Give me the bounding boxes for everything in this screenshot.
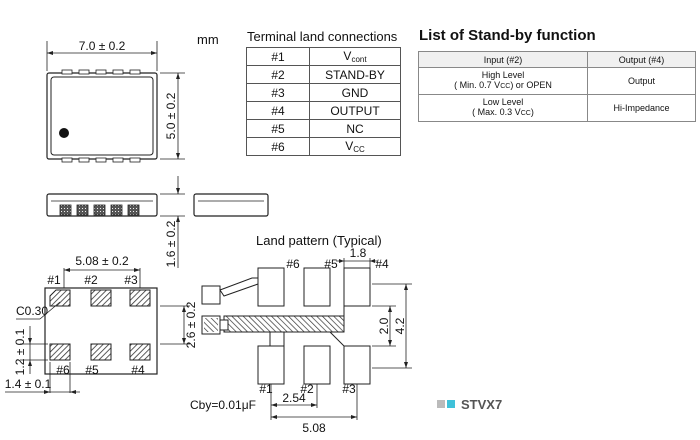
pad-width-dim-label: 1.4 ± 0.1	[5, 377, 52, 391]
terminal-name: Vcont	[309, 47, 401, 66]
standby-output: Output	[587, 67, 696, 95]
land-pattern-title: Land pattern (Typical)	[256, 233, 382, 248]
terminal-pin: #6	[246, 137, 310, 156]
terminal-pin: #4	[246, 101, 310, 120]
terminal-name: NC	[309, 119, 401, 138]
top-view: 7.0 ± 0.2 5.0 ± 0.2	[46, 39, 185, 163]
standby-row: Low Level ( Max. 0.3 VCC) Hi-Impedance	[418, 94, 696, 122]
brand-text: STVX7	[461, 396, 503, 412]
terminal-row: #4 OUTPUT	[246, 101, 401, 120]
terminal-name: GND	[309, 83, 401, 102]
land-pad-2	[303, 345, 331, 385]
bottom-pin-2-label: #2	[84, 273, 98, 287]
land-pad-5	[303, 267, 331, 307]
terminal-row: #1 Vcont	[246, 47, 401, 66]
terminal-row: #3 GND	[246, 83, 401, 102]
pad-height-dim-label: 1.2 ± 0.1	[13, 328, 27, 375]
dim-5-08-label: 5.08	[302, 421, 326, 435]
cby-label: Cby=0.01μF	[190, 398, 256, 412]
thickness-dim-label: 1.6 ± 0.2	[164, 220, 178, 267]
dim-2-54-label: 2.54	[282, 391, 306, 405]
chamfer-label: C0.30	[16, 304, 48, 318]
pin1-marker-dot	[59, 128, 69, 138]
terminal-pin: #5	[246, 119, 310, 138]
land-pattern: #6 #5 #4 #1 #2 #3 1.8 2.0 4.2	[201, 246, 412, 435]
bottom-pin-1-label: #1	[47, 273, 61, 287]
terminal-table: #1 Vcont #2 STAND-BY #3 GND #4 OUTPUT #5…	[246, 47, 401, 156]
land-pin-6-label: #6	[286, 257, 300, 271]
terminal-name: OUTPUT	[309, 101, 401, 120]
land-pin-3-label: #3	[342, 382, 356, 396]
standby-input: High Level ( Min. 0.7 VCC) or OPEN	[418, 67, 588, 95]
terminal-row: #2 STAND-BY	[246, 65, 401, 84]
standby-header-input: Input (#2)	[418, 51, 588, 68]
standby-output: Hi-Impedance	[587, 94, 696, 122]
standby-table: Input (#2) Output (#4) High Level ( Min.…	[418, 51, 696, 122]
terminal-pin: #1	[246, 47, 310, 66]
land-pad-1	[257, 345, 285, 385]
terminal-row: #6 VCC	[246, 137, 401, 156]
standby-header-output: Output (#4)	[587, 51, 696, 68]
dim-1-8-label: 1.8	[350, 246, 367, 260]
dim-4-2-label: 4.2	[393, 317, 407, 334]
standby-input: Low Level ( Max. 0.3 VCC)	[418, 94, 588, 122]
bottom-pin-4-label: #4	[131, 363, 145, 377]
dim-2-0-label: 2.0	[377, 317, 391, 334]
terminal-pin: #2	[246, 65, 310, 84]
height-dim-label: 5.0 ± 0.2	[164, 92, 178, 139]
bottom-pin-6-label: #6	[56, 363, 70, 377]
land-pin-2-label: #2	[300, 382, 314, 396]
bottom-view: 5.08 ± 0.2 #1 #2 #3 C0.30 1.2 ± 0.1 2.6 …	[5, 254, 198, 394]
width-dim-label: 7.0 ± 0.2	[79, 39, 126, 53]
side-view: 1.6 ± 0.2	[46, 176, 269, 268]
bottom-pin-5-label: #5	[85, 363, 99, 377]
brand-badge: STVX7	[437, 396, 503, 412]
standby-row: High Level ( Min. 0.7 VCC) or OPEN Outpu…	[418, 67, 696, 95]
terminal-title: Terminal land connections	[247, 29, 398, 44]
brand-square-gray-icon	[437, 400, 445, 408]
land-pad-3	[343, 345, 371, 385]
land-pin-1-label: #1	[259, 382, 273, 396]
land-pin-5-label: #5	[324, 257, 338, 271]
land-pin-4-label: #4	[375, 257, 389, 271]
standby-title: List of Stand-by function	[419, 27, 596, 44]
terminal-name: STAND-BY	[309, 65, 401, 84]
land-pad-4	[343, 267, 371, 307]
unit-label: mm	[197, 32, 219, 47]
pitch-dim-label: 5.08 ± 0.2	[75, 254, 129, 268]
pad-gap-dim-label: 2.6 ± 0.2	[184, 301, 198, 348]
terminal-pin: #3	[246, 83, 310, 102]
brand-square-cyan-icon	[447, 400, 455, 408]
bottom-pin-3-label: #3	[124, 273, 138, 287]
land-pad-6	[257, 267, 285, 307]
terminal-row: #5 NC	[246, 119, 401, 138]
terminal-name: VCC	[309, 137, 401, 156]
